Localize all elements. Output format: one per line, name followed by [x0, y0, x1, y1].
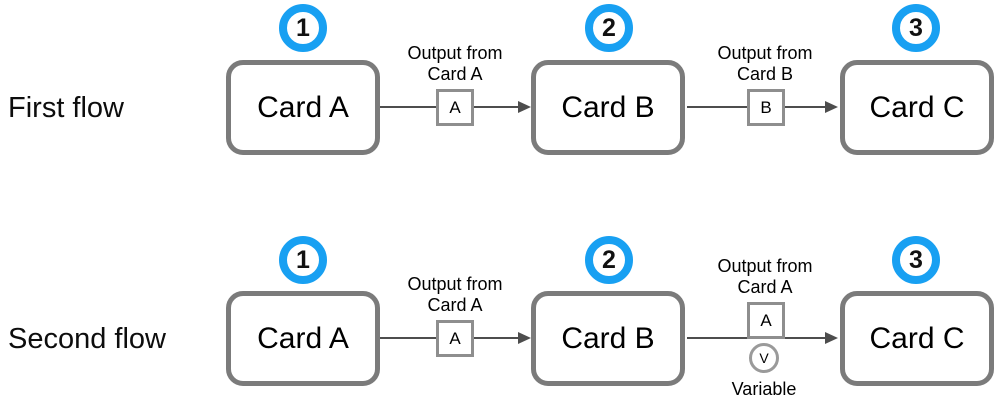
flow-label: First flow	[8, 92, 124, 124]
variable-token-letter: V	[759, 350, 769, 366]
arrow-right-icon	[518, 101, 531, 113]
card-b: Card B	[531, 291, 685, 386]
card-c: Card C	[840, 291, 994, 386]
step-badge: 2	[585, 236, 633, 284]
step-badge: 2	[585, 4, 633, 52]
card-title: Card A	[257, 321, 349, 355]
connector-caption-line1: Output from	[407, 43, 503, 63]
card-title: Card C	[869, 90, 965, 124]
step-badge: 1	[279, 236, 327, 284]
card-a: Card A	[226, 60, 380, 155]
connector-caption: Output from Card A	[385, 274, 525, 316]
card-title: Card C	[869, 321, 965, 355]
step-badge: 3	[892, 4, 940, 52]
step-number: 3	[909, 245, 923, 274]
connector-caption: Output from Card B	[695, 43, 835, 85]
arrow-right-icon	[825, 332, 838, 344]
output-token-box: B	[747, 89, 785, 126]
step-number: 3	[909, 13, 923, 42]
card-a: Card A	[226, 291, 380, 386]
flow-label: Second flow	[8, 323, 166, 355]
connector-caption-line1: Output from	[407, 274, 503, 294]
card-title: Card B	[561, 321, 655, 355]
connector-caption-line1: Output from	[717, 43, 813, 63]
step-badge: 1	[279, 4, 327, 52]
output-token-box: A	[747, 302, 785, 339]
step-number: 2	[602, 13, 616, 42]
connector-caption: Output from Card A	[385, 43, 525, 85]
step-number: 1	[296, 13, 310, 42]
step-badge: 3	[892, 236, 940, 284]
output-token-box: A	[436, 89, 474, 126]
variable-token-circle: V	[749, 343, 779, 373]
output-token-letter: A	[760, 310, 772, 330]
variable-label: Variable	[731, 379, 797, 399]
card-title: Card A	[257, 90, 349, 124]
connector-caption-line2: Card A	[737, 277, 793, 297]
card-c: Card C	[840, 60, 994, 155]
output-token-letter: B	[760, 97, 772, 117]
connector-caption-line2: Card B	[736, 64, 794, 84]
arrow-right-icon	[518, 332, 531, 344]
output-token-letter: A	[449, 97, 461, 117]
connector-caption-line1: Output from	[717, 256, 813, 276]
step-number: 2	[602, 245, 616, 274]
step-number: 1	[296, 245, 310, 274]
card-b: Card B	[531, 60, 685, 155]
connector-caption-line2: Card A	[427, 64, 483, 84]
connector-caption-line2: Card A	[427, 295, 483, 315]
output-token-box: A	[436, 320, 474, 357]
output-token-letter: A	[449, 328, 461, 348]
connector-caption: Output from Card A	[695, 256, 835, 298]
card-title: Card B	[561, 90, 655, 124]
arrow-right-icon	[825, 101, 838, 113]
